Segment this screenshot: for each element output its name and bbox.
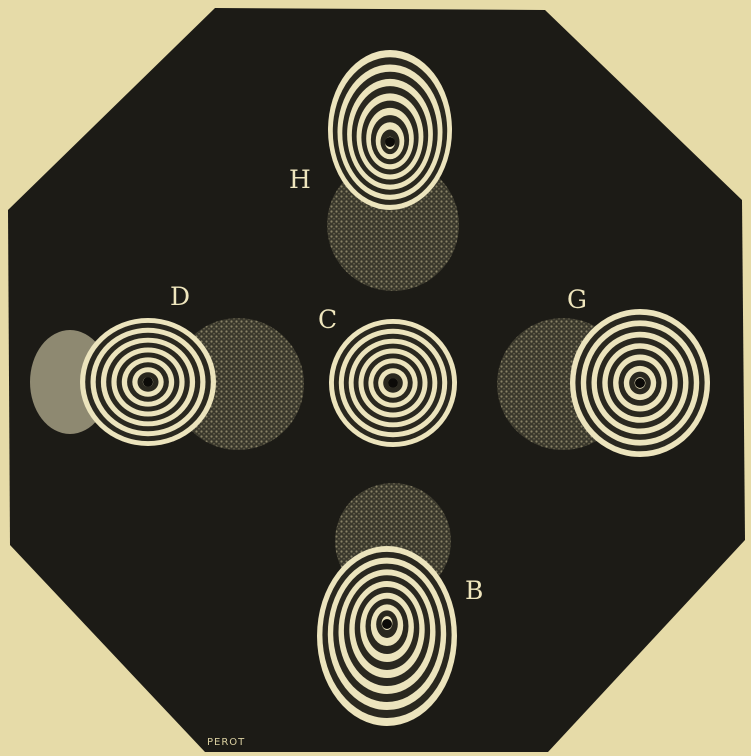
ring-center-dot [385,137,395,147]
label-c: C [318,307,337,332]
ring-set-c [329,319,457,447]
ring-set-h [328,50,452,210]
ring-set-b [317,546,457,726]
ring-center-dot [382,619,392,629]
label-b: B [465,578,483,603]
label-h: H [289,167,311,192]
engraver-signature: PEROT [207,737,245,748]
ring-set-d [80,318,216,446]
label-g: G [567,287,587,312]
label-d: D [170,284,190,309]
ring-set-g [570,309,710,457]
ring-center-dot [143,377,153,387]
ring-center-dot [388,378,398,388]
ring-center-dot [635,378,645,388]
